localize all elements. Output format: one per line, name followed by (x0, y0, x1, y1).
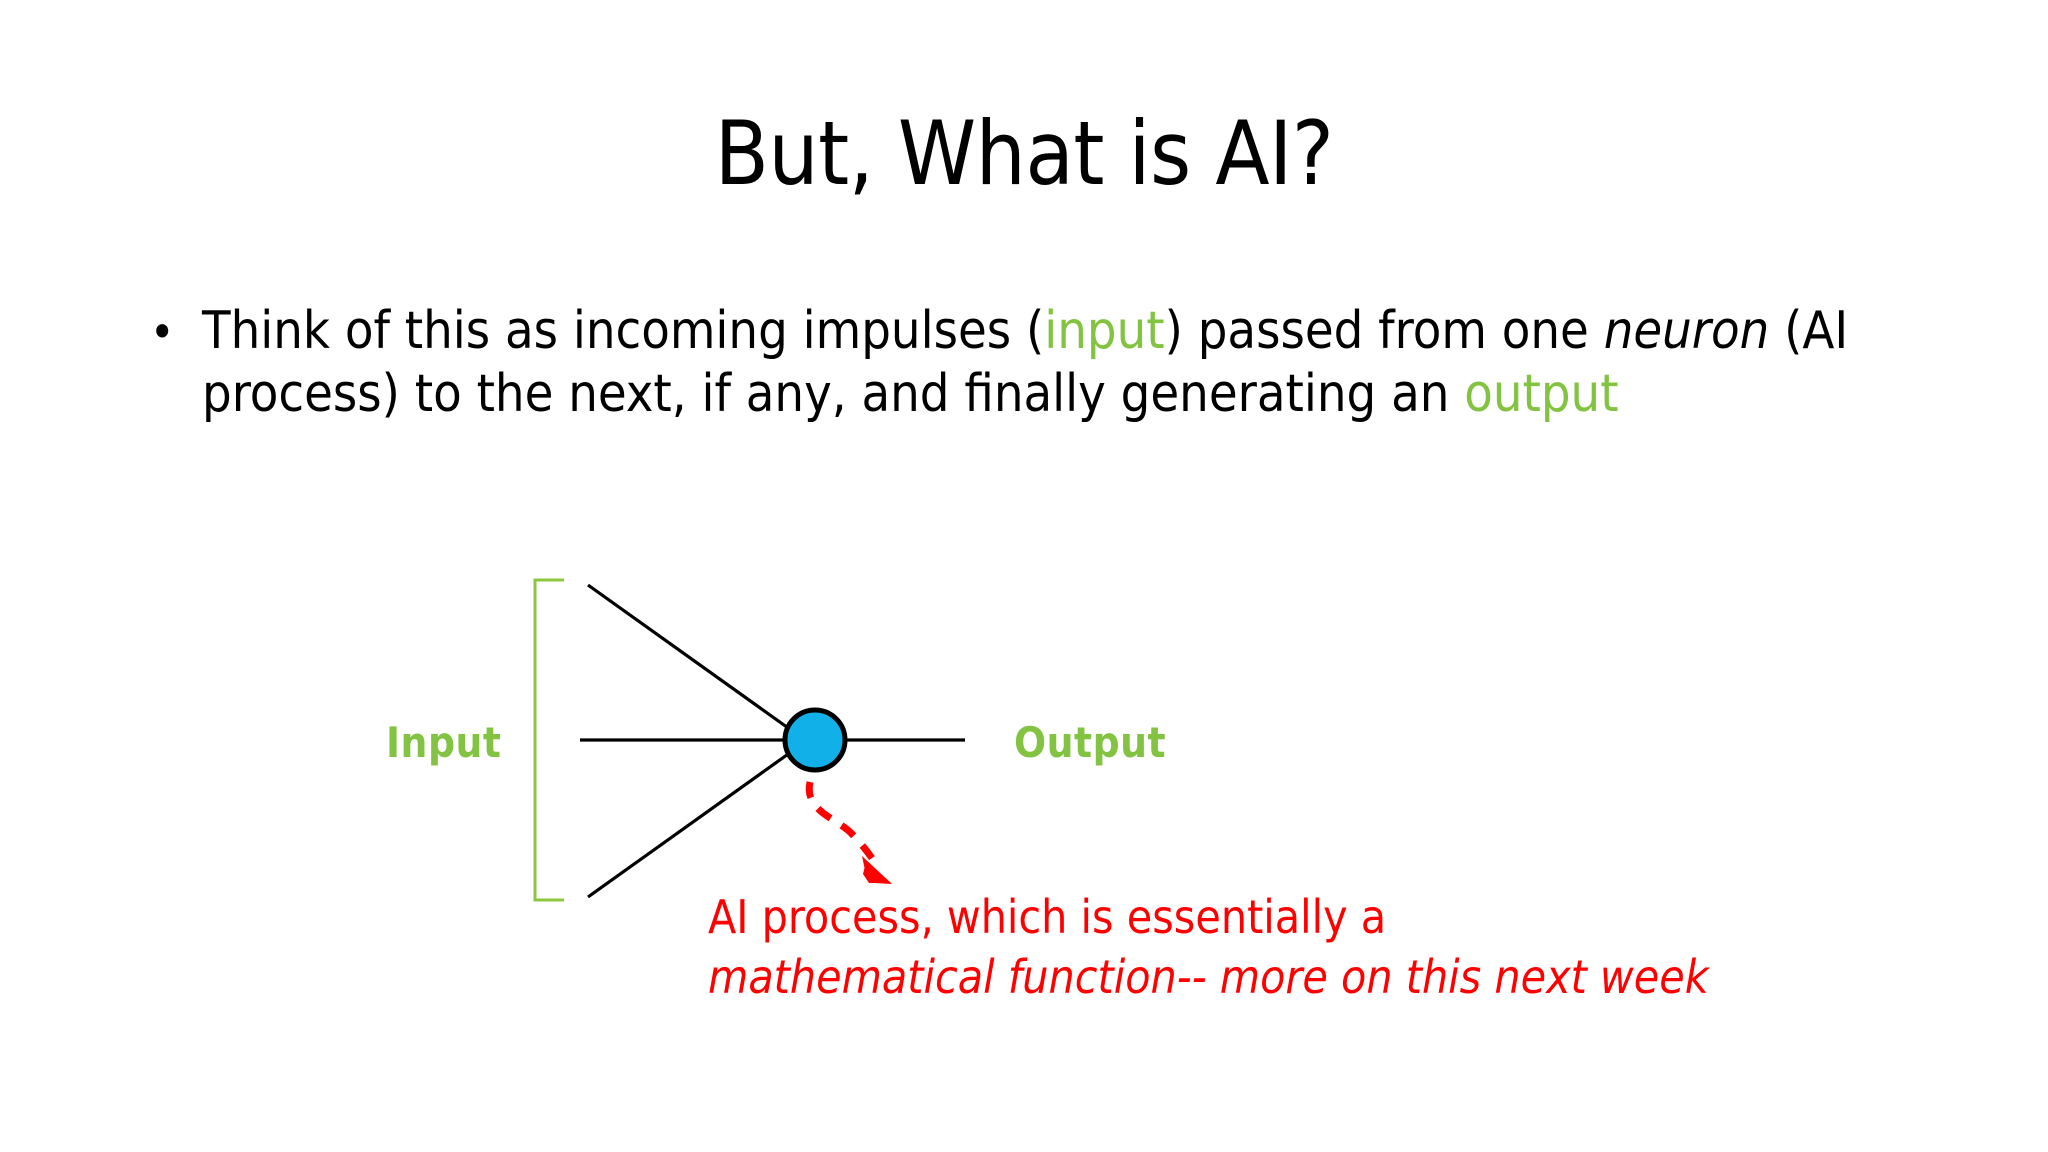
bullet-text-segment-2: ) passed from one (1164, 301, 1604, 361)
input-group-bracket (533, 578, 564, 902)
body-text-block: • Think of this as incoming impulses (inp… (150, 300, 1940, 427)
input-keyword: input (1044, 301, 1165, 361)
bullet-paragraph: • Think of this as incoming impulses (inp… (150, 300, 1940, 427)
neuron-diagram (380, 570, 1280, 910)
annotation-callout: AI process, which is essentially a mathe… (708, 888, 1709, 1008)
bullet-marker-icon: • (150, 305, 175, 359)
bullet-text-segment-3: (AI (1769, 301, 1849, 361)
input-label: Input (386, 718, 502, 767)
red-dashed-arrow (805, 781, 879, 866)
bullet-text-segment-4: process) to the next, if any, and finall… (202, 364, 1465, 425)
input-line-upper (587, 583, 806, 742)
neuron-node (782, 707, 848, 773)
page-title: But, What is AI? (714, 102, 1334, 205)
output-keyword: output (1464, 364, 1619, 425)
neuron-keyword: neuron (1603, 301, 1770, 361)
input-line-lower (587, 740, 806, 899)
red-arrowhead-fill (863, 862, 891, 883)
annotation-line-2: mathematical function-- more on this nex… (708, 949, 1709, 1004)
output-label: Output (1014, 718, 1167, 767)
annotation-line-1: AI process, which is essentially a (708, 890, 1387, 944)
bullet-text-segment-1: Think of this as incoming impulses ( (202, 301, 1045, 361)
